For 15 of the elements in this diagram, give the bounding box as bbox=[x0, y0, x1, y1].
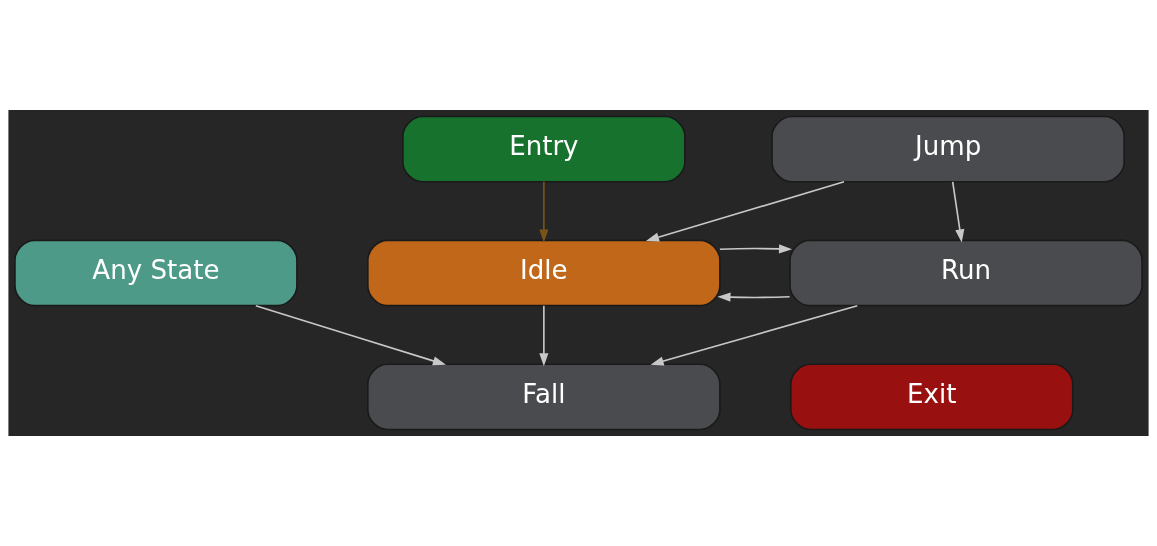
node-box: Run bbox=[789, 239, 1143, 307]
node-box: Fall bbox=[367, 363, 721, 431]
node-box: Jump bbox=[771, 115, 1125, 183]
node-box: Any State bbox=[14, 239, 298, 307]
arrow bbox=[717, 292, 791, 302]
node-box: Idle bbox=[367, 239, 721, 307]
arrow bbox=[539, 181, 549, 243]
arrow bbox=[539, 304, 549, 367]
arrow bbox=[719, 244, 793, 254]
arrow bbox=[255, 304, 446, 366]
arrow bbox=[951, 181, 965, 243]
node-box: Entry bbox=[402, 115, 686, 183]
node-box: Exit bbox=[790, 363, 1074, 431]
arrow bbox=[645, 181, 845, 242]
arrow bbox=[650, 304, 859, 366]
